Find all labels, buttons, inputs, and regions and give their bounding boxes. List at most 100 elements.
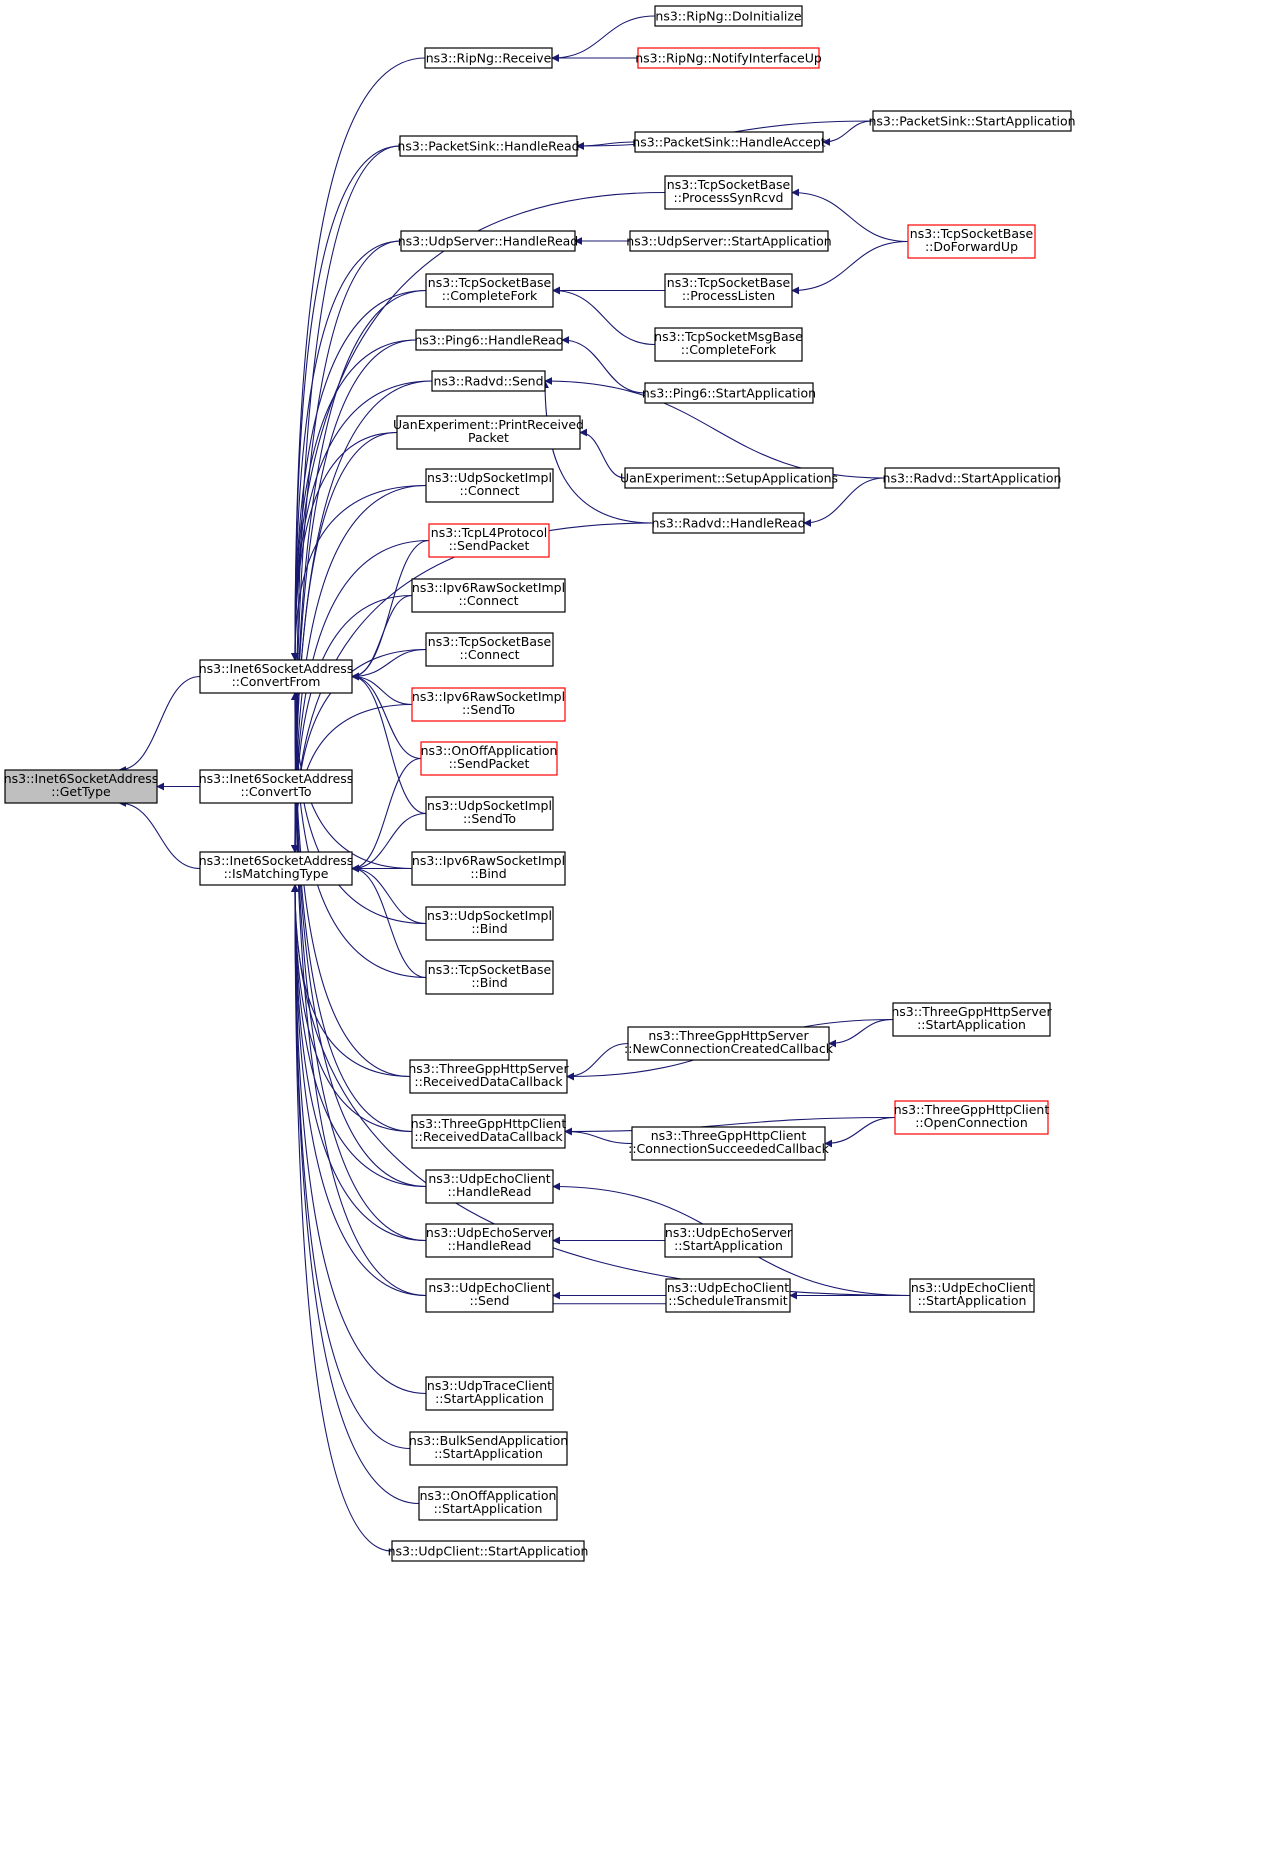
node-psstart-app[interactable]: ns3::PacketSink::StartApplication xyxy=(868,110,1076,132)
edge-tcp-msg-complete-fork-to-tcp-complete-fork xyxy=(552,286,656,346)
node-label-line: ::HandleRead xyxy=(448,1238,532,1253)
node-label-line: ns3::ThreeGppHttpClient xyxy=(411,1116,567,1131)
node-label-line: ::StartApplication xyxy=(674,1238,783,1253)
node-label-line: ns3::Radvd::Send xyxy=(433,374,543,389)
node-on-off-send-packet[interactable]: ns3::OnOffApplication::SendPacket xyxy=(420,741,558,776)
node-box xyxy=(431,370,546,392)
node-label-line: ::SendTo xyxy=(462,702,515,717)
node-convert-from[interactable]: ns3::Inet6SocketAddress::ConvertFrom xyxy=(199,659,354,694)
edge-on-off-send-packet-to-is-matching-type xyxy=(351,757,422,873)
node-label-line: ns3::PacketSink::HandleAccept xyxy=(632,135,825,150)
node-label-line: ::ProcessSynRcvd xyxy=(674,190,784,205)
node-ipv6-raw-send-to[interactable]: ns3::Ipv6RawSocketImpl::SendTo xyxy=(411,687,566,722)
node-udp-echo-cli-sched[interactable]: ns3::UdpEchoClient::ScheduleTransmit xyxy=(665,1278,791,1313)
edge-convert-from-to-get-type xyxy=(118,675,201,774)
node-tgsrv-start[interactable]: ns3::ThreeGppHttpServer::StartApplicatio… xyxy=(891,1002,1053,1037)
node-udp-echo-cli-send[interactable]: ns3::UdpEchoClient::Send xyxy=(425,1278,554,1313)
node-box xyxy=(418,1486,558,1521)
node-convert-to[interactable]: ns3::Inet6SocketAddress::ConvertTo xyxy=(199,769,354,804)
node-box xyxy=(425,273,554,308)
node-udp-echo-cli-handle-read[interactable]: ns3::UdpEchoClient::HandleRead xyxy=(425,1169,554,1204)
node-tcp-bind[interactable]: ns3::TcpSocketBase::Bind xyxy=(425,960,554,995)
node-udp-srv-handle-read[interactable]: ns3::UdpServer::HandleRead xyxy=(398,230,579,252)
node-ipv6-raw-bind[interactable]: ns3::Ipv6RawSocketImpl::Bind xyxy=(411,851,566,886)
edge-tgcli-open-conn-to-tgcli-recv xyxy=(564,1116,896,1136)
node-udp-sock-bind[interactable]: ns3::UdpSocketImpl::Bind xyxy=(425,906,554,941)
node-udp-trace-cli-start[interactable]: ns3::UdpTraceClient::StartApplication xyxy=(425,1376,554,1411)
edge-tgsrv-recv-to-is-matching-type xyxy=(291,884,411,1078)
node-tcp-complete-fork[interactable]: ns3::TcpSocketBase::CompleteFork xyxy=(425,273,554,308)
node-label-line: ns3::ThreeGppHttpServer xyxy=(408,1061,569,1076)
edge-tgsrv-new-conn-to-tgsrv-recv xyxy=(566,1042,629,1081)
node-bulk-send-start[interactable]: ns3::BulkSendApplication::StartApplicati… xyxy=(409,1431,568,1466)
edge-udp-sock-send-to-to-convert-from xyxy=(351,672,427,815)
edge-tcp-l4-send-packet-to-is-matching-type xyxy=(291,539,430,853)
node-get-type[interactable]: ns3::Inet6SocketAddress::GetType xyxy=(4,769,159,804)
node-ipv6-raw-connect[interactable]: ns3::Ipv6RawSocketImpl::Connect xyxy=(411,578,566,613)
edge-radvd-start-to-radvd-handle-read xyxy=(803,477,886,527)
node-tcp-msg-complete-fork[interactable]: ns3::TcpSocketMsgBase::CompleteFork xyxy=(654,327,803,362)
node-label-line: ::Send xyxy=(470,1293,510,1308)
edge-ipv6-raw-connect-to-convert-from xyxy=(351,594,413,681)
node-tgcli-conn-succ[interactable]: ns3::ThreeGppHttpClient::ConnectionSucce… xyxy=(628,1126,830,1161)
edge-tcp-do-forward-up-to-tcp-proc-syn-rcvd xyxy=(791,188,909,243)
node-box xyxy=(396,415,581,450)
node-label-line: ::StartApplication xyxy=(434,1501,543,1516)
node-udp-echo-srv-handle-read[interactable]: ns3::UdpEchoServer::HandleRead xyxy=(425,1223,554,1258)
node-label-line: Packet xyxy=(468,430,509,445)
node-label-line: ::IsMatchingType xyxy=(224,866,329,881)
node-label-line: ns3::BulkSendApplication xyxy=(409,1433,568,1448)
node-box xyxy=(425,468,554,503)
node-ping6-start[interactable]: ns3::Ping6::StartApplication xyxy=(642,382,816,404)
node-udp-echo-srv-start[interactable]: ns3::UdpEchoServer::StartApplication xyxy=(664,1223,793,1258)
node-tcp-connect[interactable]: ns3::TcpSocketBase::Connect xyxy=(425,632,554,667)
node-tcp-do-forward-up[interactable]: ns3::TcpSocketBase::DoForwardUp xyxy=(907,224,1036,259)
node-label-line: ns3::TcpSocketBase xyxy=(428,275,552,290)
node-label-line: ns3::UdpSocketImpl xyxy=(427,470,552,485)
node-label-line: ns3::Ping6::HandleRead xyxy=(414,333,563,348)
edge-udp-echo-cli-handle-read-to-is-matching-type xyxy=(291,884,427,1188)
node-is-matching-type[interactable]: ns3::Inet6SocketAddress::IsMatchingType xyxy=(199,851,354,886)
node-tcp-l4-send-packet[interactable]: ns3::TcpL4Protocol::SendPacket xyxy=(428,523,550,558)
node-box xyxy=(199,769,353,804)
node-label-line: ::Connect xyxy=(459,483,519,498)
node-on-off-start[interactable]: ns3::OnOffApplication::StartApplication xyxy=(418,1486,558,1521)
node-radvd-start[interactable]: ns3::Radvd::StartApplication xyxy=(883,467,1062,489)
node-layer: ns3::Inet6SocketAddress::GetTypens3::Ine… xyxy=(4,5,1076,1562)
node-rip-ng-do-init[interactable]: ns3::RipNg::DoInitialize xyxy=(654,5,803,27)
node-pshandle-accept[interactable]: ns3::PacketSink::HandleAccept xyxy=(632,131,826,153)
node-radvd-handle-read[interactable]: ns3::Radvd::HandleRead xyxy=(651,512,806,534)
edge-udp-cli-start-to-is-matching-type xyxy=(291,884,393,1552)
node-udp-sock-send-to[interactable]: ns3::UdpSocketImpl::SendTo xyxy=(425,796,554,831)
node-label-line: ::ProcessListen xyxy=(682,288,775,303)
node-tgcli-open-conn[interactable]: ns3::ThreeGppHttpClient::OpenConnection xyxy=(894,1100,1050,1135)
node-uan-setup-apps[interactable]: UanExperiment::SetupApplications xyxy=(620,467,838,489)
node-label-line: ns3::ThreeGppHttpClient xyxy=(894,1102,1050,1117)
node-label-line: ::ConnectionSucceededCallback xyxy=(628,1141,829,1156)
edge-is-matching-type-to-get-type xyxy=(118,799,201,870)
node-radvd-send[interactable]: ns3::Radvd::Send xyxy=(431,370,546,392)
node-tgsrv-recv[interactable]: ns3::ThreeGppHttpServer::ReceivedDataCal… xyxy=(408,1059,570,1094)
node-box xyxy=(199,659,353,694)
node-tgsrv-new-conn[interactable]: ns3::ThreeGppHttpServer::NewConnectionCr… xyxy=(624,1026,834,1061)
node-label-line: ns3::TcpL4Protocol xyxy=(431,525,547,540)
node-rip-ng-notify[interactable]: ns3::RipNg::NotifyInterfaceUp xyxy=(635,47,822,69)
node-udp-srv-start[interactable]: ns3::UdpServer::StartApplication xyxy=(626,230,832,252)
node-tcp-proc-syn-rcvd[interactable]: ns3::TcpSocketBase::ProcessSynRcvd xyxy=(664,175,793,210)
node-tgcli-recv[interactable]: ns3::ThreeGppHttpClient::ReceivedDataCal… xyxy=(411,1114,567,1149)
node-label-line: ns3::UdpServer::HandleRead xyxy=(398,234,579,249)
node-label-line: ns3::TcpSocketMsgBase xyxy=(654,329,803,344)
node-udp-echo-cli-start[interactable]: ns3::UdpEchoClient::StartApplication xyxy=(909,1278,1035,1313)
node-label-line: ::ConvertFrom xyxy=(232,674,321,689)
node-label-line: ns3::PacketSink::StartApplication xyxy=(868,114,1075,129)
node-udp-sock-connect[interactable]: ns3::UdpSocketImpl::Connect xyxy=(425,468,554,503)
node-box xyxy=(199,851,353,886)
edge-udp-sock-bind-to-convert-from xyxy=(291,692,427,925)
node-ping6-handle-read[interactable]: ns3::Ping6::HandleRead xyxy=(414,329,564,351)
node-rip-ng-receive[interactable]: ns3::RipNg::Receive xyxy=(424,47,553,69)
node-pshandle-read[interactable]: ns3::PacketSink::HandleRead xyxy=(397,135,580,157)
node-tcp-proc-listen[interactable]: ns3::TcpSocketBase::ProcessListen xyxy=(664,273,793,308)
node-udp-cli-start[interactable]: ns3::UdpClient::StartApplication xyxy=(388,1540,589,1562)
